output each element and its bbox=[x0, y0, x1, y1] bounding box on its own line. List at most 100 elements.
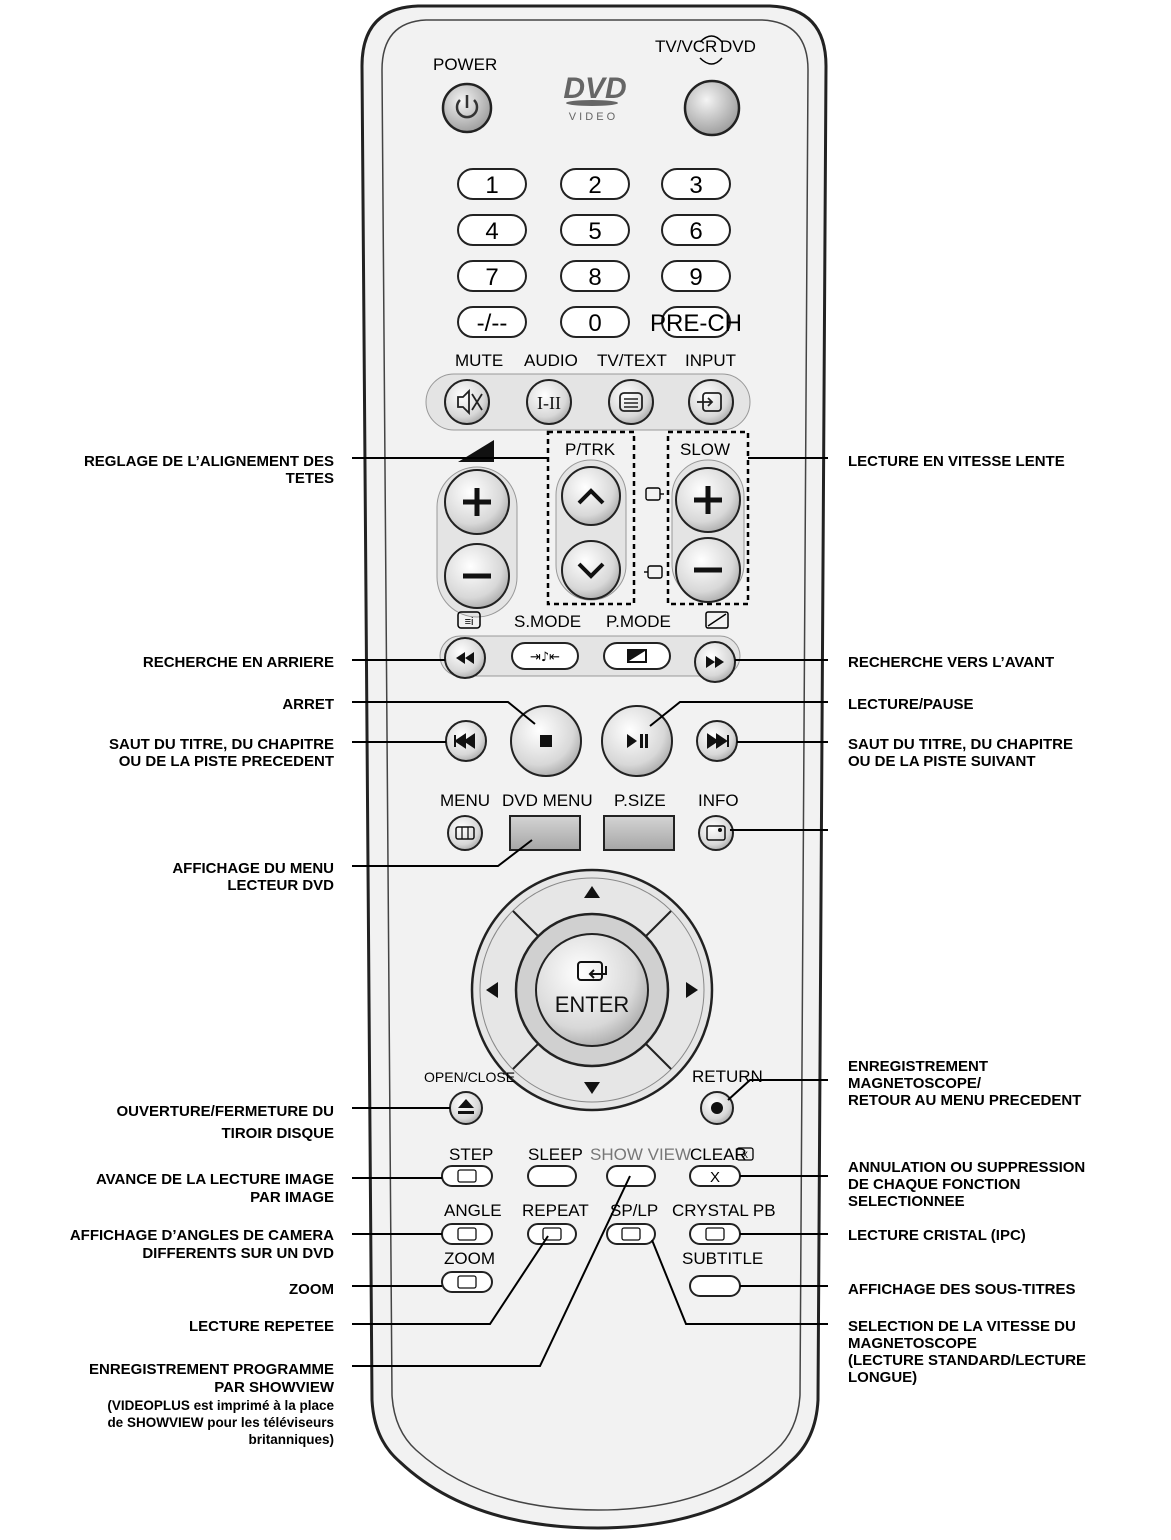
numpad-button-11[interactable]: PRE-CH bbox=[650, 306, 742, 338]
slow-minus-button[interactable] bbox=[675, 537, 741, 603]
numpad-button-9[interactable]: -/-- bbox=[457, 306, 527, 338]
zoom-button[interactable] bbox=[441, 1271, 493, 1293]
stop-button[interactable] bbox=[510, 705, 582, 777]
teletext-icon bbox=[619, 392, 643, 412]
pmode-label: P.MODE bbox=[606, 612, 671, 631]
logo-video-text: V I D E O bbox=[569, 111, 616, 123]
rewind-button[interactable] bbox=[444, 637, 486, 679]
numpad-button-8[interactable]: 9 bbox=[661, 260, 731, 292]
callout-repeat: LECTURE REPETEE bbox=[189, 1318, 334, 1335]
crystal-label: CRYSTAL PB bbox=[672, 1201, 776, 1220]
numpad-label: 3 bbox=[689, 172, 702, 199]
clear-label: CLEAR bbox=[690, 1145, 747, 1164]
nav-down-button[interactable] bbox=[584, 1082, 600, 1094]
step-button[interactable] bbox=[441, 1165, 493, 1187]
mute-icon bbox=[457, 388, 483, 416]
angle-icon bbox=[457, 1227, 477, 1241]
mute-button[interactable] bbox=[444, 379, 490, 425]
plus-icon bbox=[463, 488, 491, 516]
subtitle-button[interactable] bbox=[689, 1275, 741, 1297]
numpad-button-2[interactable]: 3 bbox=[661, 168, 731, 200]
numpad-button-4[interactable]: 5 bbox=[560, 214, 630, 246]
callout-return-1: ENREGISTREMENT bbox=[848, 1058, 988, 1075]
ptrk-down-button[interactable] bbox=[561, 540, 621, 600]
callout-step-2: PAR IMAGE bbox=[250, 1189, 334, 1206]
input-icon bbox=[697, 392, 722, 412]
enter-button[interactable]: ENTER bbox=[514, 912, 670, 1068]
skip-next-button[interactable] bbox=[696, 720, 738, 762]
callout-angle-2: DIFFERENTS SUR UN DVD bbox=[142, 1245, 334, 1262]
callout-showview-5: britanniques) bbox=[248, 1432, 334, 1447]
callout-splp-1: SELECTION DE LA VITESSE DU bbox=[848, 1318, 1076, 1335]
chevron-up-icon bbox=[577, 488, 605, 505]
pmode-button[interactable] bbox=[603, 642, 671, 670]
splp-button[interactable] bbox=[606, 1223, 656, 1245]
clear-button[interactable]: X bbox=[689, 1165, 741, 1187]
triangle-down-icon bbox=[584, 1082, 600, 1094]
info-icon bbox=[706, 825, 726, 841]
ptrk-up-button[interactable] bbox=[561, 466, 621, 526]
numpad-button-3[interactable]: 4 bbox=[457, 214, 527, 246]
angle-button[interactable] bbox=[441, 1223, 493, 1245]
step-icon bbox=[457, 1169, 477, 1183]
return-button[interactable] bbox=[700, 1091, 734, 1125]
numpad-button-5[interactable]: 6 bbox=[661, 214, 731, 246]
skip-prev-button[interactable] bbox=[445, 720, 487, 762]
input-label: INPUT bbox=[685, 351, 736, 370]
showview-button[interactable] bbox=[606, 1165, 656, 1187]
enter-icon bbox=[577, 961, 607, 981]
info-button[interactable] bbox=[698, 815, 734, 851]
smode-button[interactable]: ⇥♪⇤ bbox=[511, 642, 579, 670]
dvd-menu-button[interactable] bbox=[509, 815, 581, 851]
callout-splp-3: (LECTURE STANDARD/LECTURE bbox=[848, 1352, 1086, 1369]
smode-label: S.MODE bbox=[514, 612, 581, 631]
ptrk-label: P/TRK bbox=[565, 440, 616, 459]
numpad-button-6[interactable]: 7 bbox=[457, 260, 527, 292]
pmode-icon bbox=[627, 649, 647, 663]
callout-subtitle: AFFICHAGE DES SOUS-TITRES bbox=[848, 1281, 1076, 1298]
zoom-label: ZOOM bbox=[444, 1249, 495, 1268]
stop-icon bbox=[540, 735, 552, 747]
nav-right-button[interactable] bbox=[686, 982, 698, 998]
numpad-label: 2 bbox=[588, 172, 601, 199]
audio-button-label: I-II bbox=[537, 393, 561, 413]
menu-button[interactable] bbox=[447, 815, 483, 851]
callout-search-fwd: RECHERCHE VERS L’AVANT bbox=[848, 654, 1054, 671]
enter-label: ENTER bbox=[555, 992, 630, 1017]
crystal-pb-button[interactable] bbox=[689, 1223, 741, 1245]
showview-label: SHOW VIEW bbox=[590, 1145, 691, 1164]
fast-forward-button[interactable] bbox=[694, 641, 736, 683]
slow-dashed-box bbox=[666, 430, 750, 606]
callout-play-pause: LECTURE/PAUSE bbox=[848, 696, 974, 713]
audio-button[interactable]: I-II bbox=[526, 379, 572, 425]
numpad-button-0[interactable]: 1 bbox=[457, 168, 527, 200]
repeat-button[interactable] bbox=[527, 1223, 577, 1245]
callout-skip-prev-1: SAUT DU TITRE, DU CHAPITRE bbox=[109, 736, 334, 753]
open-close-button[interactable] bbox=[449, 1091, 483, 1125]
volume-down-button[interactable] bbox=[444, 543, 510, 609]
numpad-button-1[interactable]: 2 bbox=[560, 168, 630, 200]
crystal-icon bbox=[705, 1227, 725, 1241]
callout-step-1: AVANCE DE LA LECTURE IMAGE bbox=[96, 1171, 334, 1188]
numpad-button-10[interactable]: 0 bbox=[560, 306, 630, 338]
numpad-label: 5 bbox=[588, 218, 601, 245]
nav-up-button[interactable] bbox=[584, 886, 600, 898]
numpad-label: -/-- bbox=[477, 310, 508, 337]
tvvcr-dvd-button[interactable] bbox=[683, 79, 741, 137]
input-button[interactable] bbox=[688, 379, 734, 425]
numpad-label: 1 bbox=[485, 172, 498, 199]
callout-clear-1: ANNULATION OU SUPPRESSION bbox=[848, 1159, 1085, 1176]
sleep-button[interactable] bbox=[527, 1165, 577, 1187]
nav-left-button[interactable] bbox=[486, 982, 498, 998]
smode-icon: ⇥♪⇤ bbox=[530, 650, 560, 665]
tvtext-button[interactable] bbox=[608, 379, 654, 425]
callout-clear-3: SELECTIONNEE bbox=[848, 1193, 965, 1210]
slow-plus-button[interactable] bbox=[675, 467, 741, 533]
numpad-label: PRE-CH bbox=[650, 310, 742, 337]
psize-button[interactable] bbox=[603, 815, 675, 851]
power-button[interactable] bbox=[441, 82, 493, 134]
volume-up-button[interactable] bbox=[444, 469, 510, 535]
numpad-button-7[interactable]: 8 bbox=[560, 260, 630, 292]
callout-open-close-2: TIROIR DISQUE bbox=[221, 1125, 334, 1142]
